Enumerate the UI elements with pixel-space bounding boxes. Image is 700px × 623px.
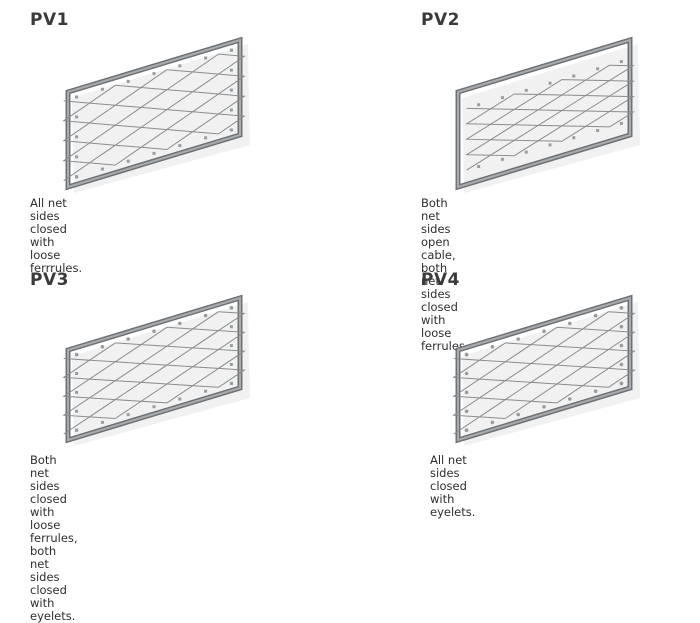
mesh-panel-icon <box>62 36 250 193</box>
mesh-panel-icon <box>452 294 640 446</box>
panel-caption: All net sides closed with eyelets. <box>430 453 476 519</box>
panel-title: PV1 <box>30 10 69 30</box>
mesh-panel-icon <box>62 294 250 446</box>
panel-caption: Both net sides closed with loose ferrule… <box>30 453 78 623</box>
panel-title: PV4 <box>421 270 460 290</box>
panel-caption: All net sides closed with loose ferrrule… <box>30 196 83 275</box>
panel-title: PV3 <box>30 270 69 290</box>
panel-title: PV2 <box>421 10 460 30</box>
mesh-panel-icon <box>455 36 640 193</box>
